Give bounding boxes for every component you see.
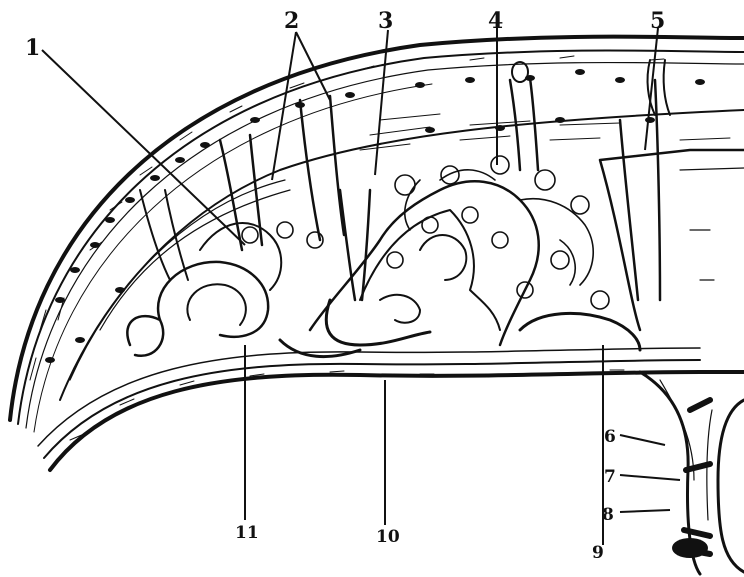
label-11: 11 (235, 523, 259, 543)
label-2: 2 (284, 8, 299, 34)
label-6: 6 (604, 427, 616, 447)
label-1: 1 (25, 35, 40, 61)
gland-ducts (127, 156, 640, 357)
label-3: 3 (378, 8, 393, 34)
label-10: 10 (376, 527, 400, 547)
leader-lines (42, 28, 680, 545)
label-7: 7 (604, 467, 616, 487)
label-5: 5 (650, 8, 665, 34)
cell-layer (30, 69, 744, 400)
label-8: 8 (602, 505, 614, 525)
label-4: 4 (488, 8, 503, 34)
label-9: 9 (592, 543, 604, 563)
